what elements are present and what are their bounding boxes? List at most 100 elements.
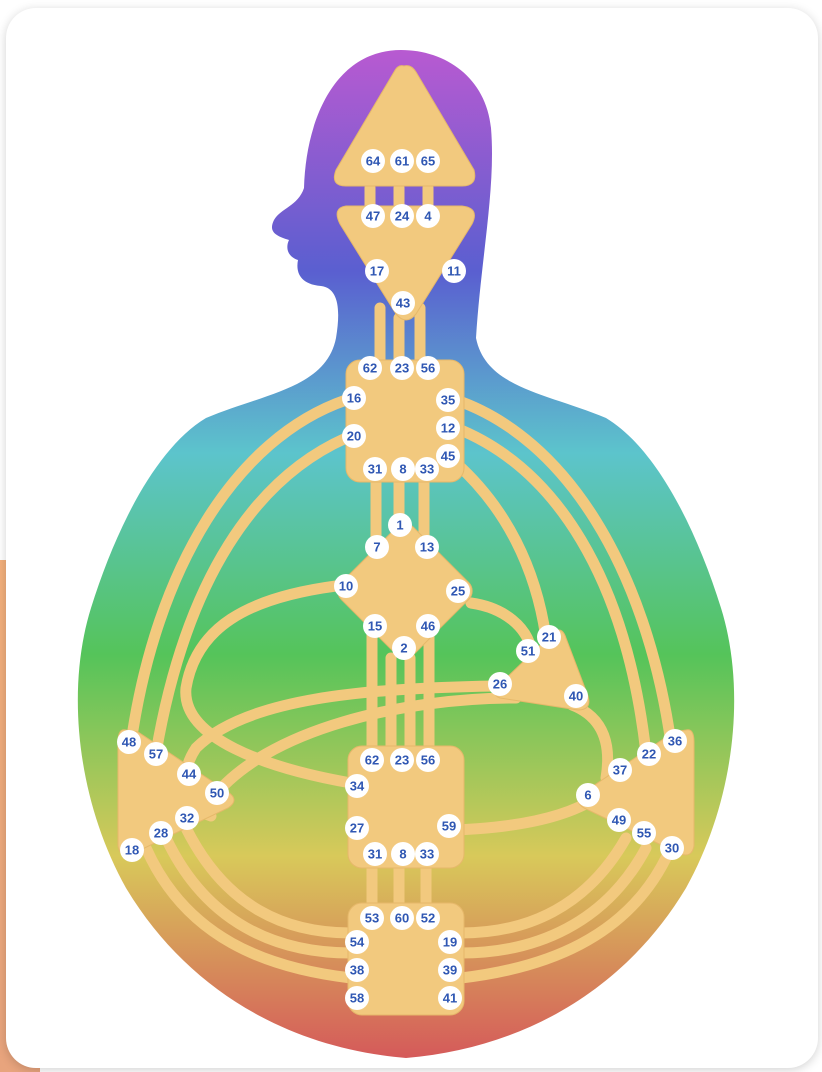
gate-number: 31 — [368, 847, 382, 862]
gate-g-46[interactable]: 46 — [416, 614, 440, 638]
gate-root-52[interactable]: 52 — [416, 906, 440, 930]
gate-root-19[interactable]: 19 — [438, 930, 462, 954]
gate-number: 17 — [370, 264, 384, 279]
gate-ego-21[interactable]: 21 — [537, 625, 561, 649]
gate-number: 25 — [451, 584, 465, 599]
gate-head-61[interactable]: 61 — [390, 149, 414, 173]
gate-number: 57 — [149, 747, 163, 762]
gate-solar-plexus-22[interactable]: 22 — [637, 742, 661, 766]
gate-root-60[interactable]: 60 — [390, 906, 414, 930]
gate-throat-16[interactable]: 16 — [342, 386, 366, 410]
gate-ajna-47[interactable]: 47 — [361, 204, 385, 228]
gate-g-2[interactable]: 2 — [392, 636, 416, 660]
gate-number: 19 — [443, 935, 457, 950]
gate-ego-40[interactable]: 40 — [564, 684, 588, 708]
gate-ego-51[interactable]: 51 — [516, 639, 540, 663]
gate-throat-45[interactable]: 45 — [436, 444, 460, 468]
gate-sacral-31[interactable]: 31 — [363, 842, 387, 866]
gate-number: 38 — [350, 963, 364, 978]
gate-number: 48 — [122, 735, 136, 750]
gate-solar-plexus-37[interactable]: 37 — [608, 758, 632, 782]
gate-number: 37 — [613, 763, 627, 778]
gate-number: 2 — [400, 641, 407, 656]
gate-number: 58 — [350, 991, 364, 1006]
gate-number: 59 — [442, 819, 456, 834]
gate-number: 30 — [665, 841, 679, 856]
gate-throat-23[interactable]: 23 — [390, 356, 414, 380]
gate-number: 65 — [421, 154, 435, 169]
gate-solar-plexus-30[interactable]: 30 — [660, 836, 684, 860]
gate-solar-plexus-55[interactable]: 55 — [632, 821, 656, 845]
gate-number: 26 — [493, 677, 507, 692]
gate-root-41[interactable]: 41 — [438, 986, 462, 1010]
gate-head-65[interactable]: 65 — [416, 149, 440, 173]
gate-number: 53 — [365, 911, 379, 926]
gate-spleen-50[interactable]: 50 — [205, 781, 229, 805]
gate-sacral-62[interactable]: 62 — [360, 748, 384, 772]
gate-ajna-4[interactable]: 4 — [416, 204, 440, 228]
gate-number: 12 — [441, 421, 455, 436]
gate-number: 43 — [396, 296, 410, 311]
gate-ajna-17[interactable]: 17 — [365, 259, 389, 283]
gate-number: 47 — [366, 209, 380, 224]
gate-spleen-44[interactable]: 44 — [177, 762, 201, 786]
gate-sacral-27[interactable]: 27 — [345, 816, 369, 840]
gate-solar-plexus-36[interactable]: 36 — [663, 729, 687, 753]
gate-number: 40 — [569, 689, 583, 704]
gate-ajna-11[interactable]: 11 — [442, 259, 466, 283]
gate-root-54[interactable]: 54 — [345, 930, 369, 954]
gate-throat-56[interactable]: 56 — [416, 356, 440, 380]
gate-spleen-57[interactable]: 57 — [144, 742, 168, 766]
gate-number: 4 — [424, 209, 432, 224]
gate-g-1[interactable]: 1 — [388, 513, 412, 537]
gate-number: 54 — [350, 935, 365, 950]
gate-number: 35 — [441, 393, 455, 408]
gate-number: 36 — [668, 734, 682, 749]
gate-root-53[interactable]: 53 — [360, 906, 384, 930]
gate-root-58[interactable]: 58 — [345, 986, 369, 1010]
gate-throat-62[interactable]: 62 — [358, 356, 382, 380]
gate-solar-plexus-49[interactable]: 49 — [607, 808, 631, 832]
gate-number: 39 — [443, 963, 457, 978]
gate-g-15[interactable]: 15 — [363, 614, 387, 638]
gate-head-64[interactable]: 64 — [361, 149, 385, 173]
gate-g-25[interactable]: 25 — [446, 579, 470, 603]
gate-number: 62 — [363, 361, 377, 376]
gate-number: 52 — [421, 911, 435, 926]
gate-root-38[interactable]: 38 — [345, 958, 369, 982]
gate-g-13[interactable]: 13 — [415, 535, 439, 559]
gate-number: 23 — [395, 753, 409, 768]
gate-sacral-59[interactable]: 59 — [437, 814, 461, 838]
gate-number: 16 — [347, 391, 361, 406]
gate-throat-35[interactable]: 35 — [436, 388, 460, 412]
gate-number: 6 — [584, 788, 591, 803]
gate-throat-8[interactable]: 8 — [391, 457, 415, 481]
gate-ajna-43[interactable]: 43 — [391, 291, 415, 315]
gate-spleen-32[interactable]: 32 — [175, 806, 199, 830]
gate-g-10[interactable]: 10 — [334, 574, 358, 598]
gate-g-7[interactable]: 7 — [365, 535, 389, 559]
gate-number: 22 — [642, 747, 656, 762]
gate-sacral-56[interactable]: 56 — [416, 748, 440, 772]
gate-throat-33[interactable]: 33 — [415, 457, 439, 481]
gate-number: 55 — [637, 826, 651, 841]
gate-sacral-23[interactable]: 23 — [390, 748, 414, 772]
gate-sacral-34[interactable]: 34 — [345, 774, 369, 798]
gate-throat-12[interactable]: 12 — [436, 416, 460, 440]
gate-ego-26[interactable]: 26 — [488, 672, 512, 696]
gate-ajna-24[interactable]: 24 — [390, 204, 414, 228]
gate-throat-20[interactable]: 20 — [342, 424, 366, 448]
gate-root-39[interactable]: 39 — [438, 958, 462, 982]
gate-throat-31[interactable]: 31 — [363, 457, 387, 481]
gate-number: 8 — [399, 847, 406, 862]
gate-number: 56 — [421, 753, 435, 768]
gate-spleen-18[interactable]: 18 — [120, 838, 144, 862]
gate-number: 62 — [365, 753, 379, 768]
gate-number: 50 — [210, 786, 224, 801]
gate-solar-plexus-6[interactable]: 6 — [576, 783, 600, 807]
gate-sacral-33[interactable]: 33 — [415, 842, 439, 866]
gate-spleen-48[interactable]: 48 — [117, 730, 141, 754]
gate-spleen-28[interactable]: 28 — [149, 821, 173, 845]
gate-sacral-8[interactable]: 8 — [391, 842, 415, 866]
gate-number: 24 — [395, 209, 410, 224]
